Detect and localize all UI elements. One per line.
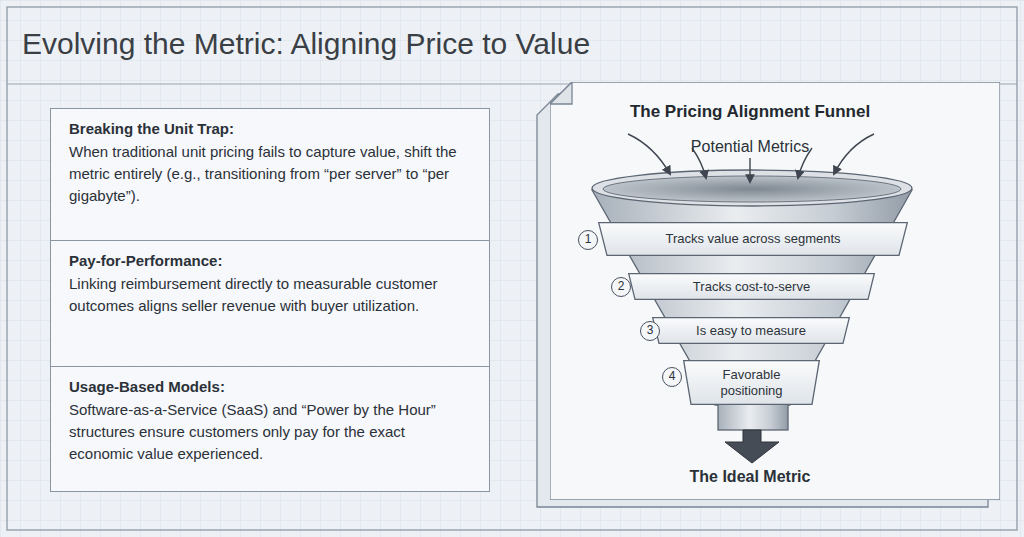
callout-number: 4 (662, 367, 682, 387)
section-body: Linking reimbursement directly to measur… (69, 273, 459, 317)
section-heading: Usage-Based Models: (69, 377, 459, 397)
section-heading: Breaking the Unit Trap: (69, 119, 459, 139)
output-arrow (725, 430, 779, 463)
folded-corner (550, 82, 572, 104)
section-heading: Pay-for-Performance: (69, 251, 459, 271)
stage-label: Favorable positioning (699, 367, 804, 399)
funnel-title: The Pricing Alignment Funnel (550, 101, 950, 123)
input-arrow (834, 134, 874, 174)
stage-outline (599, 223, 908, 256)
funnel-spout (718, 404, 788, 430)
section-body: When traditional unit pricing fails to c… (69, 141, 459, 207)
stage-label: Is easy to measure (696, 323, 806, 339)
page-title: Evolving the Metric: Aligning Price to V… (22, 26, 590, 62)
funnel-mouth (603, 176, 901, 202)
input-arrow (749, 158, 750, 182)
section-body: Software-as-a-Service (SaaS) and “Power … (69, 399, 459, 465)
funnel-stage: Favorable positioning (683, 360, 820, 405)
outer-frame (7, 7, 1017, 530)
callout-number: 3 (640, 321, 660, 341)
stage-label: Tracks cost-to-serve (693, 279, 810, 295)
stage-outline (629, 274, 875, 300)
stage-label: Tracks value across segments (665, 231, 840, 247)
text-section: Pay-for-Performance:Linking reimbursemen… (50, 240, 490, 367)
funnel-body (592, 190, 912, 405)
input-caption: Potential Metrics (650, 137, 850, 157)
stage-outline (653, 318, 850, 344)
callout-number: 1 (578, 230, 598, 250)
input-arrow (628, 134, 670, 174)
text-section: Breaking the Unit Trap:When traditional … (50, 108, 490, 241)
callout-number: 2 (611, 277, 631, 297)
text-section: Usage-Based Models:Software-as-a-Service… (50, 366, 490, 492)
funnel-rim (592, 170, 912, 206)
funnel-stage: Tracks cost-to-serve (628, 273, 875, 300)
sheet-outline (550, 82, 1000, 500)
funnel-stage: Tracks value across segments (598, 222, 908, 256)
stage-outline (684, 361, 820, 405)
funnel-stage: Is easy to measure (652, 317, 850, 344)
output-caption: The Ideal Metric (650, 467, 850, 487)
